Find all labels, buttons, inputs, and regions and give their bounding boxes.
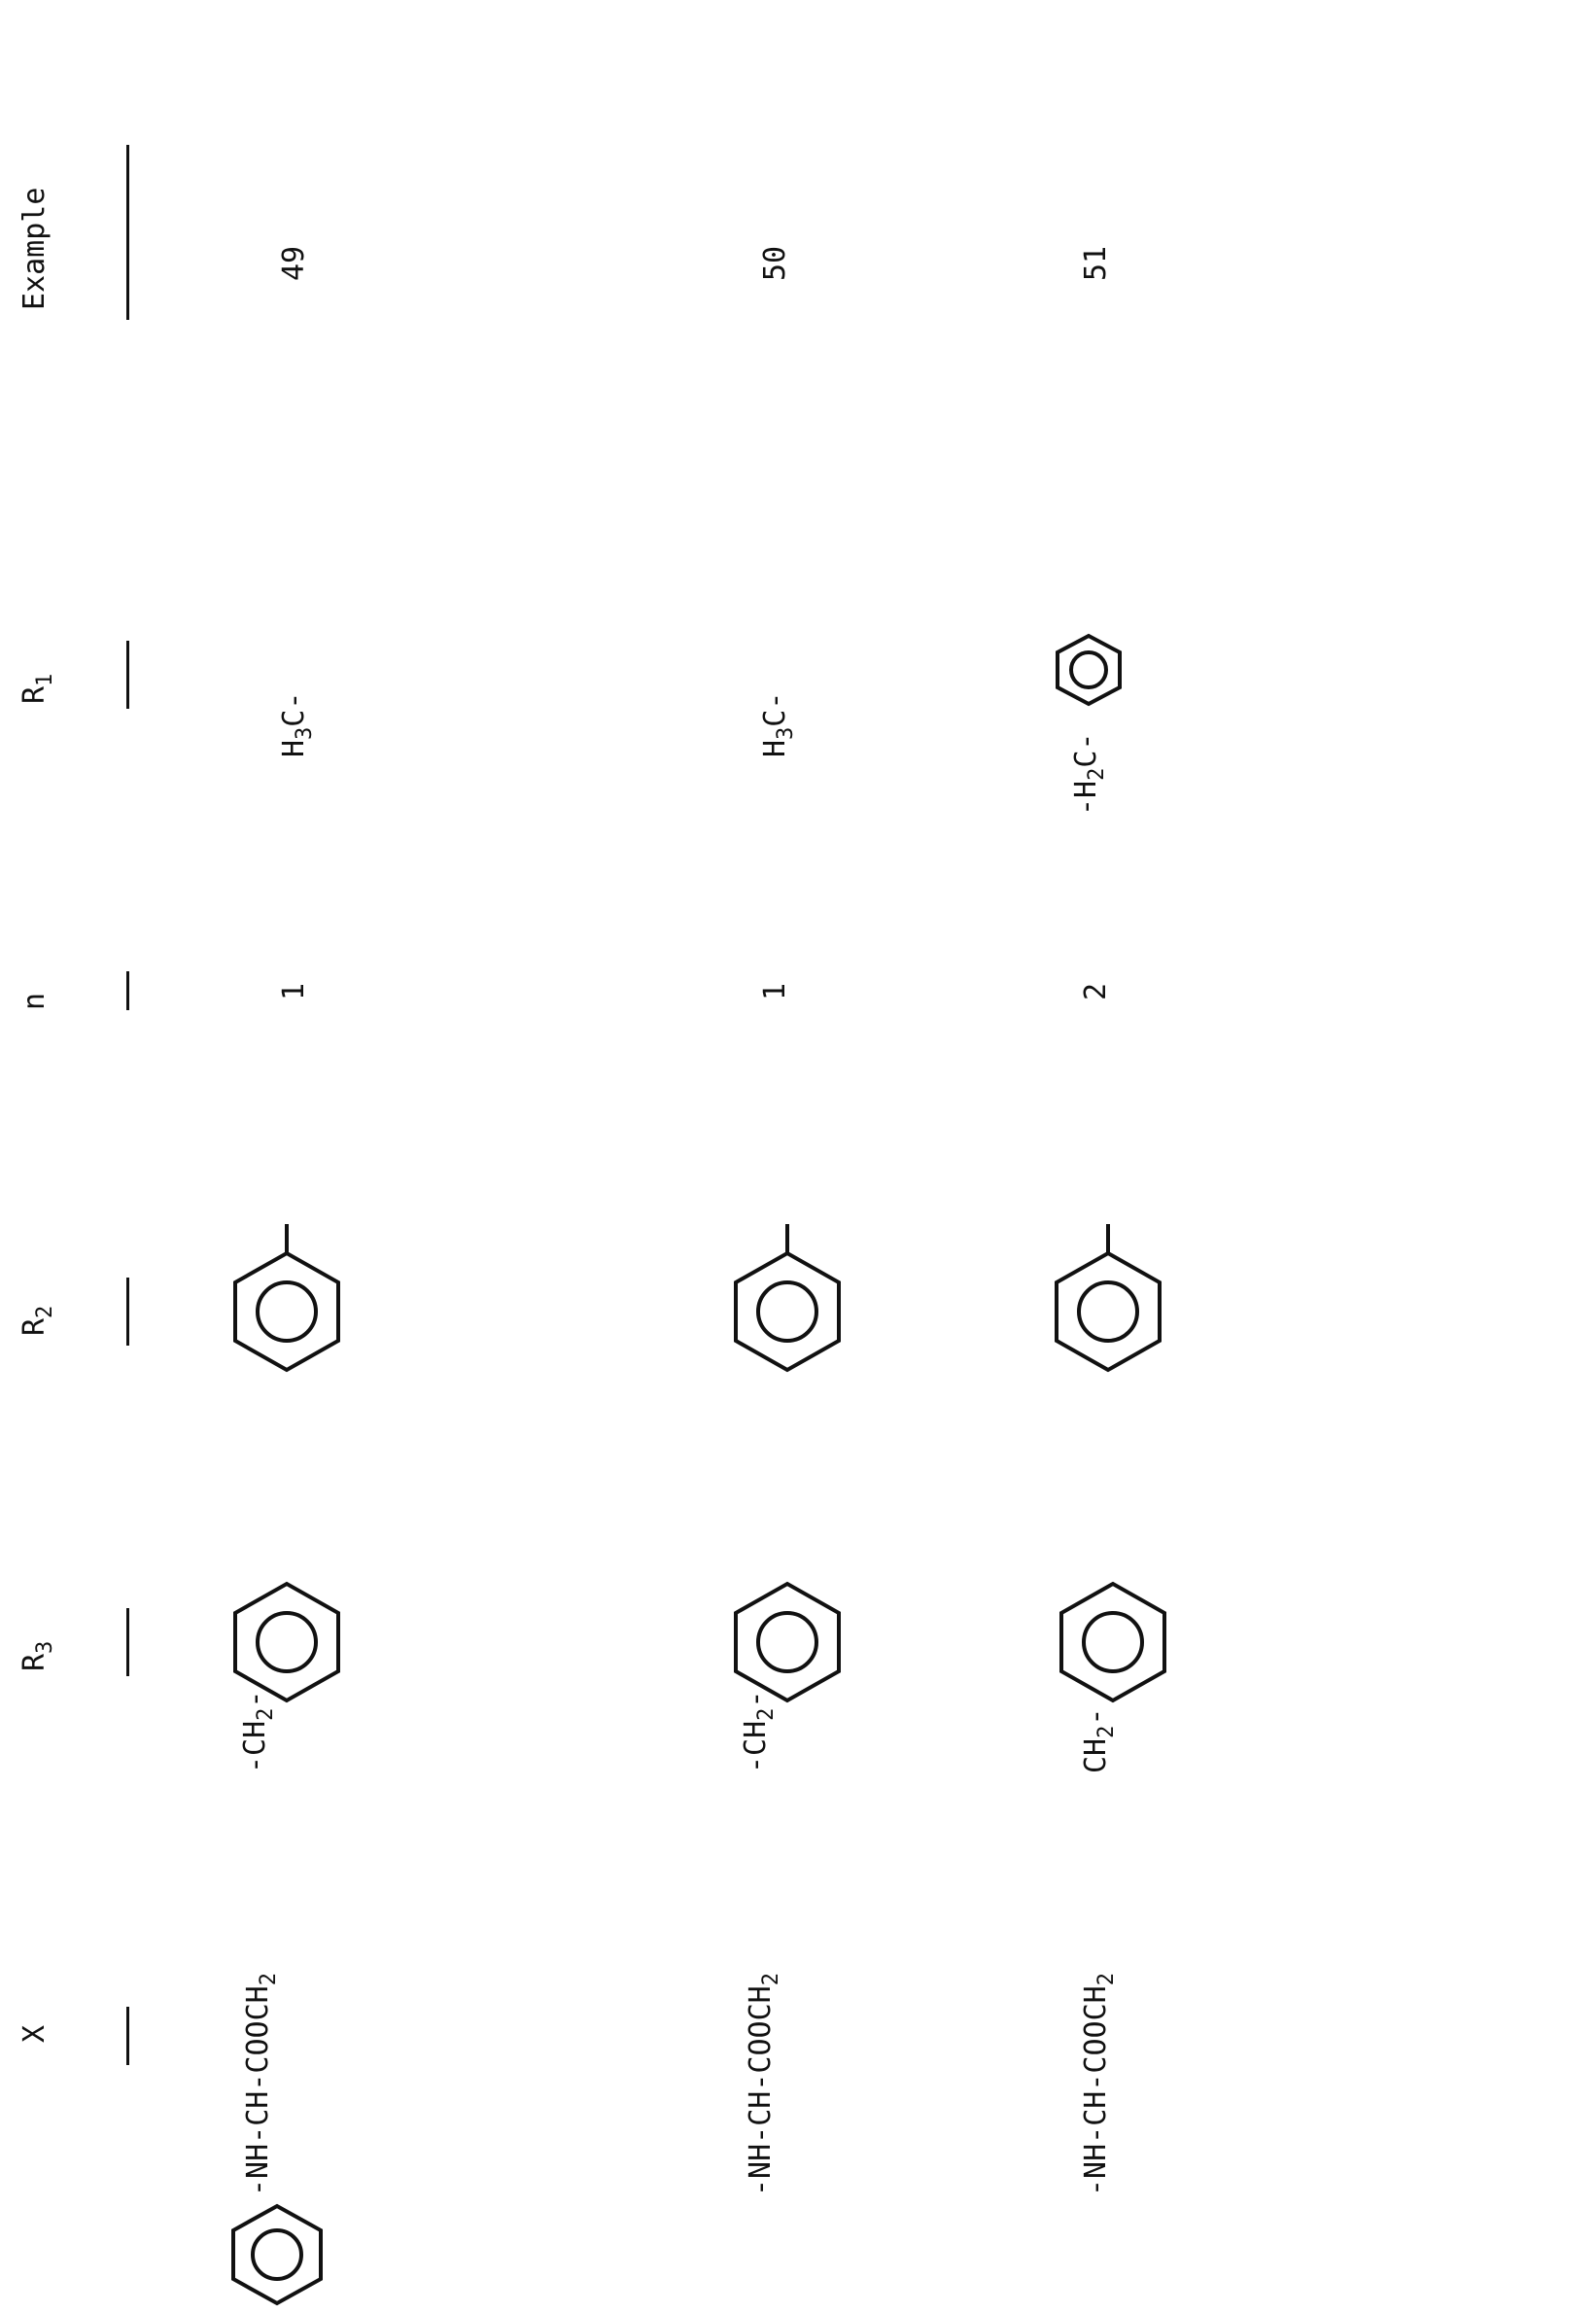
header-x: X xyxy=(17,2024,52,2043)
header-r2: R2 xyxy=(17,1305,57,1336)
header-n: n xyxy=(17,992,52,1010)
x-backbone: -NH-CH-COOCH2 xyxy=(744,1973,783,2196)
header-example: Example xyxy=(17,187,52,310)
example-49: 49 xyxy=(277,245,311,281)
r3-ch2: CH2- xyxy=(1079,1707,1119,1773)
n-value: 2 xyxy=(1079,982,1113,1000)
x-backbone: -NH-CH-COOCH2 xyxy=(241,1973,281,2196)
r3-ch2: -CH2- xyxy=(238,1690,278,1774)
ester-phenyl-icon xyxy=(231,2203,323,2306)
example-51: 51 xyxy=(1079,245,1113,281)
header-rule xyxy=(126,641,129,709)
r1-benzyl: -H2C- xyxy=(1069,732,1109,817)
n-value: 1 xyxy=(758,982,792,1000)
rotated-table: Example R1 n R2 R3 X 49 H3C- 1 -CH2- -NH… xyxy=(17,145,1166,2306)
header-rule xyxy=(126,1608,129,1676)
r1-methyl: H3C- xyxy=(758,691,798,757)
r1-methyl: H3C- xyxy=(277,691,317,757)
r3-ch2: -CH2- xyxy=(739,1690,779,1774)
example-50: 50 xyxy=(758,245,792,281)
phenyl-ring-icon xyxy=(233,1224,340,1373)
header-rule xyxy=(126,145,129,320)
benzyl-ring-icon xyxy=(734,1581,841,1703)
x-backbone: -NH-CH-COOCH2 xyxy=(1079,1973,1119,2196)
header-r1: R1 xyxy=(17,673,57,704)
phenyl-ring-icon xyxy=(1055,1224,1162,1373)
benzyl-ring-icon xyxy=(233,1581,340,1703)
header-rule xyxy=(126,971,129,1010)
phenyl-ring-icon xyxy=(734,1224,841,1373)
benzyl-r1-ring-icon xyxy=(1056,633,1122,707)
pyridine-ring-icon xyxy=(1059,1581,1166,1703)
header-rule xyxy=(126,2007,129,2065)
n-value: 1 xyxy=(277,982,311,1000)
header-r3: R3 xyxy=(17,1640,57,1671)
header-rule xyxy=(126,1278,129,1346)
